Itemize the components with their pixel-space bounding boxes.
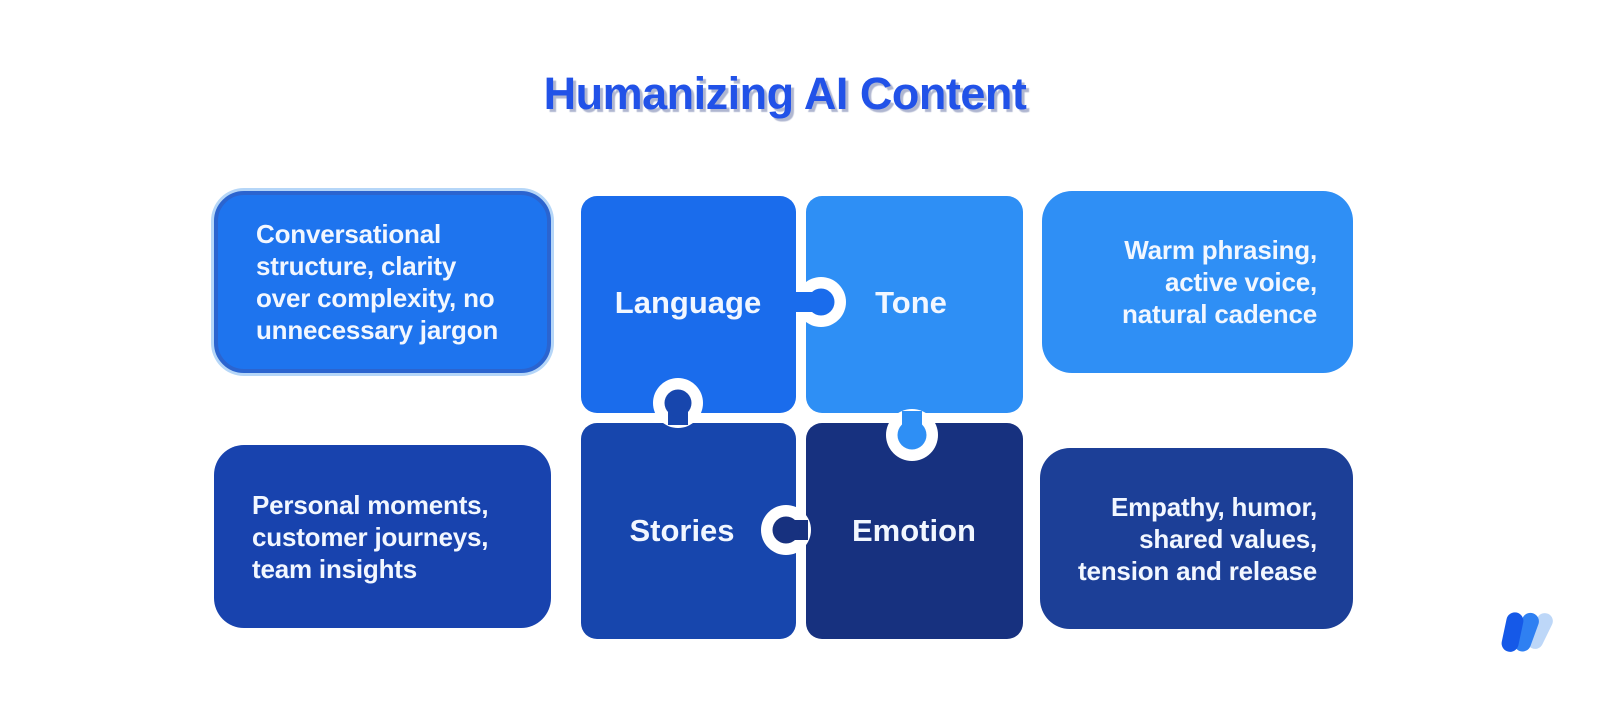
puzzle-piece-tone [806,196,1023,413]
card-emotion-description: Empathy, humor, shared values, tension a… [1040,448,1353,629]
connector-knob-stories [664,389,692,417]
puzzle-piece-stories [581,423,796,639]
connector-knob-emotion [772,516,800,544]
logo-lobe-mid [1514,612,1539,652]
card-text: Conversational structure, clarity over c… [256,219,499,345]
page-title: Humanizing AI Content [543,68,1027,119]
puzzle-piece-emotion [806,423,1023,639]
card-stories-description: Personal moments, customer journeys, tea… [214,445,551,628]
puzzle-label-stories: Stories [629,513,734,548]
puzzle-label-language: Language [615,285,761,320]
logo-lobe-light [1527,613,1553,649]
puzzle-piece-language [581,196,796,413]
puzzle-label-emotion: Emotion [852,513,976,548]
connector-knob-language [807,288,835,316]
card-text: Personal moments, customer journeys, tea… [252,489,489,584]
card-tone-description: Warm phrasing, active voice, natural cad… [1042,191,1353,373]
card-text: Warm phrasing, active voice, natural cad… [1122,235,1317,329]
puzzle-label-tone: Tone [875,285,947,320]
card-language-description: Conversational structure, clarity over c… [214,191,551,373]
connector-knob-tone [897,420,927,450]
card-text: Empathy, humor, shared values, tension a… [1078,491,1317,586]
brand-logo-icon [1501,612,1553,652]
puzzle-diagram: Language Tone Stories Emotion [581,196,1023,639]
logo-lobe-dark [1501,612,1524,652]
